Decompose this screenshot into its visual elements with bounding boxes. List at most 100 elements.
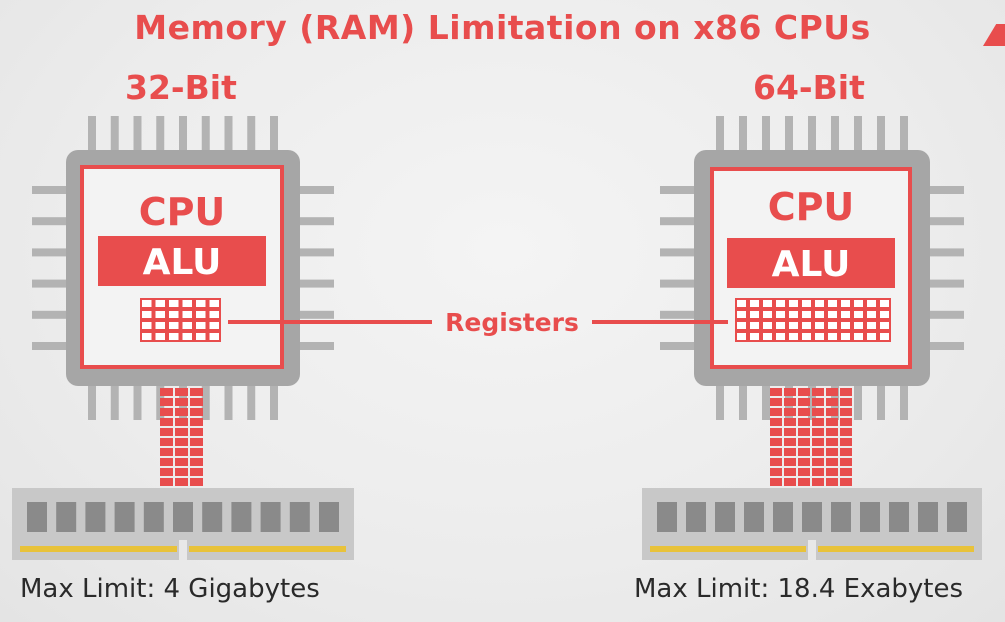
bus-cell xyxy=(160,438,173,446)
left-cpu-label: CPU xyxy=(139,190,226,234)
bus-cell xyxy=(770,398,782,406)
register-cell xyxy=(789,311,798,318)
bus-cell xyxy=(190,428,203,436)
register-cell xyxy=(196,300,206,307)
right-alu-label: ALU xyxy=(772,244,851,285)
ram-chip xyxy=(319,502,339,532)
register-cell xyxy=(789,333,798,340)
bus-cell xyxy=(770,468,782,476)
cpu-pin xyxy=(224,116,233,150)
register-block xyxy=(735,298,891,342)
register-cell xyxy=(737,322,746,329)
left-ram-module xyxy=(12,488,354,560)
register-cell xyxy=(867,300,876,307)
bus-cell xyxy=(798,428,810,436)
register-cell xyxy=(169,322,179,329)
left-registers-grid xyxy=(140,298,221,342)
cpu-pin xyxy=(300,310,334,319)
cpu-pin xyxy=(133,116,142,150)
bus-cell xyxy=(784,438,796,446)
cpu-pin xyxy=(270,116,278,150)
register-cell xyxy=(854,300,863,307)
right-data-bus xyxy=(770,388,852,486)
register-cell xyxy=(880,322,889,329)
left-max-limit-caption: Max Limit: 4 Gigabytes xyxy=(20,574,320,604)
bus-cell xyxy=(798,458,810,466)
bus-cell xyxy=(784,398,796,406)
cpu-pin xyxy=(660,310,694,319)
right-ram-module xyxy=(642,488,982,560)
bus-cell xyxy=(812,468,824,476)
register-cell xyxy=(776,311,785,318)
ram-chip xyxy=(831,502,851,532)
register-cell xyxy=(750,322,759,329)
register-cell xyxy=(750,300,759,307)
cpu-pin xyxy=(877,386,885,420)
right-registers-grid xyxy=(735,298,891,342)
register-cell xyxy=(209,322,219,329)
register-cell xyxy=(182,333,192,340)
ram-chip xyxy=(173,502,193,532)
ram-chip xyxy=(56,502,77,532)
bus-cell xyxy=(784,428,796,436)
bus-cell xyxy=(784,448,796,456)
cpu-pin xyxy=(930,248,964,257)
bus-cell xyxy=(190,468,203,476)
ram-chip xyxy=(260,502,281,532)
bus-cell xyxy=(160,398,173,406)
register-cell xyxy=(867,333,876,340)
cpu-pin xyxy=(808,116,816,150)
bus-cell xyxy=(812,398,824,406)
cpu-pin xyxy=(247,116,256,150)
register-cell xyxy=(209,333,219,340)
bus-cell xyxy=(826,448,838,456)
register-cell xyxy=(142,300,152,307)
register-cell xyxy=(815,322,824,329)
bus-cell xyxy=(175,398,188,406)
register-cell xyxy=(142,322,152,329)
bus-cell xyxy=(784,418,796,426)
register-cell xyxy=(776,300,785,307)
register-cell xyxy=(155,300,165,307)
cpu-pin xyxy=(110,386,119,420)
bus-cell xyxy=(826,478,838,486)
register-cell xyxy=(169,311,179,318)
register-cell xyxy=(802,300,811,307)
cpu-pin xyxy=(32,186,66,194)
bus-cell xyxy=(826,438,838,446)
registers-label: Registers xyxy=(445,308,579,337)
bus-cell xyxy=(770,458,782,466)
register-cell xyxy=(763,311,772,318)
cpu-pin xyxy=(32,248,66,257)
left-data-bus xyxy=(160,388,203,486)
cpu-pin xyxy=(854,116,862,150)
register-cell xyxy=(854,322,863,329)
bus-cell xyxy=(160,428,173,436)
register-cell xyxy=(841,300,850,307)
bus-cell xyxy=(175,418,188,426)
register-cell xyxy=(763,322,772,329)
cpu-pin xyxy=(739,386,747,420)
cpu-pin xyxy=(930,310,964,319)
cpu-pin xyxy=(930,217,964,226)
cpu-pin xyxy=(300,186,334,194)
bus-cell xyxy=(160,478,173,486)
bus-cell xyxy=(770,418,782,426)
cpu-pin xyxy=(900,386,908,420)
cpu-pin xyxy=(32,310,66,319)
cpu-pin xyxy=(785,116,793,150)
register-cell xyxy=(737,333,746,340)
page-title: Memory (RAM) Limitation on x86 CPUs xyxy=(134,8,871,47)
bus-cell xyxy=(798,388,810,396)
register-cell xyxy=(789,322,798,329)
register-cell xyxy=(182,322,192,329)
bus-cell xyxy=(826,428,838,436)
register-cell xyxy=(196,322,206,329)
register-cell xyxy=(182,300,192,307)
register-cell xyxy=(880,333,889,340)
cpu-pin xyxy=(930,186,964,194)
register-cell xyxy=(182,311,192,318)
bus-cell xyxy=(812,448,824,456)
register-cell xyxy=(828,300,837,307)
cpu-pin xyxy=(660,279,694,288)
